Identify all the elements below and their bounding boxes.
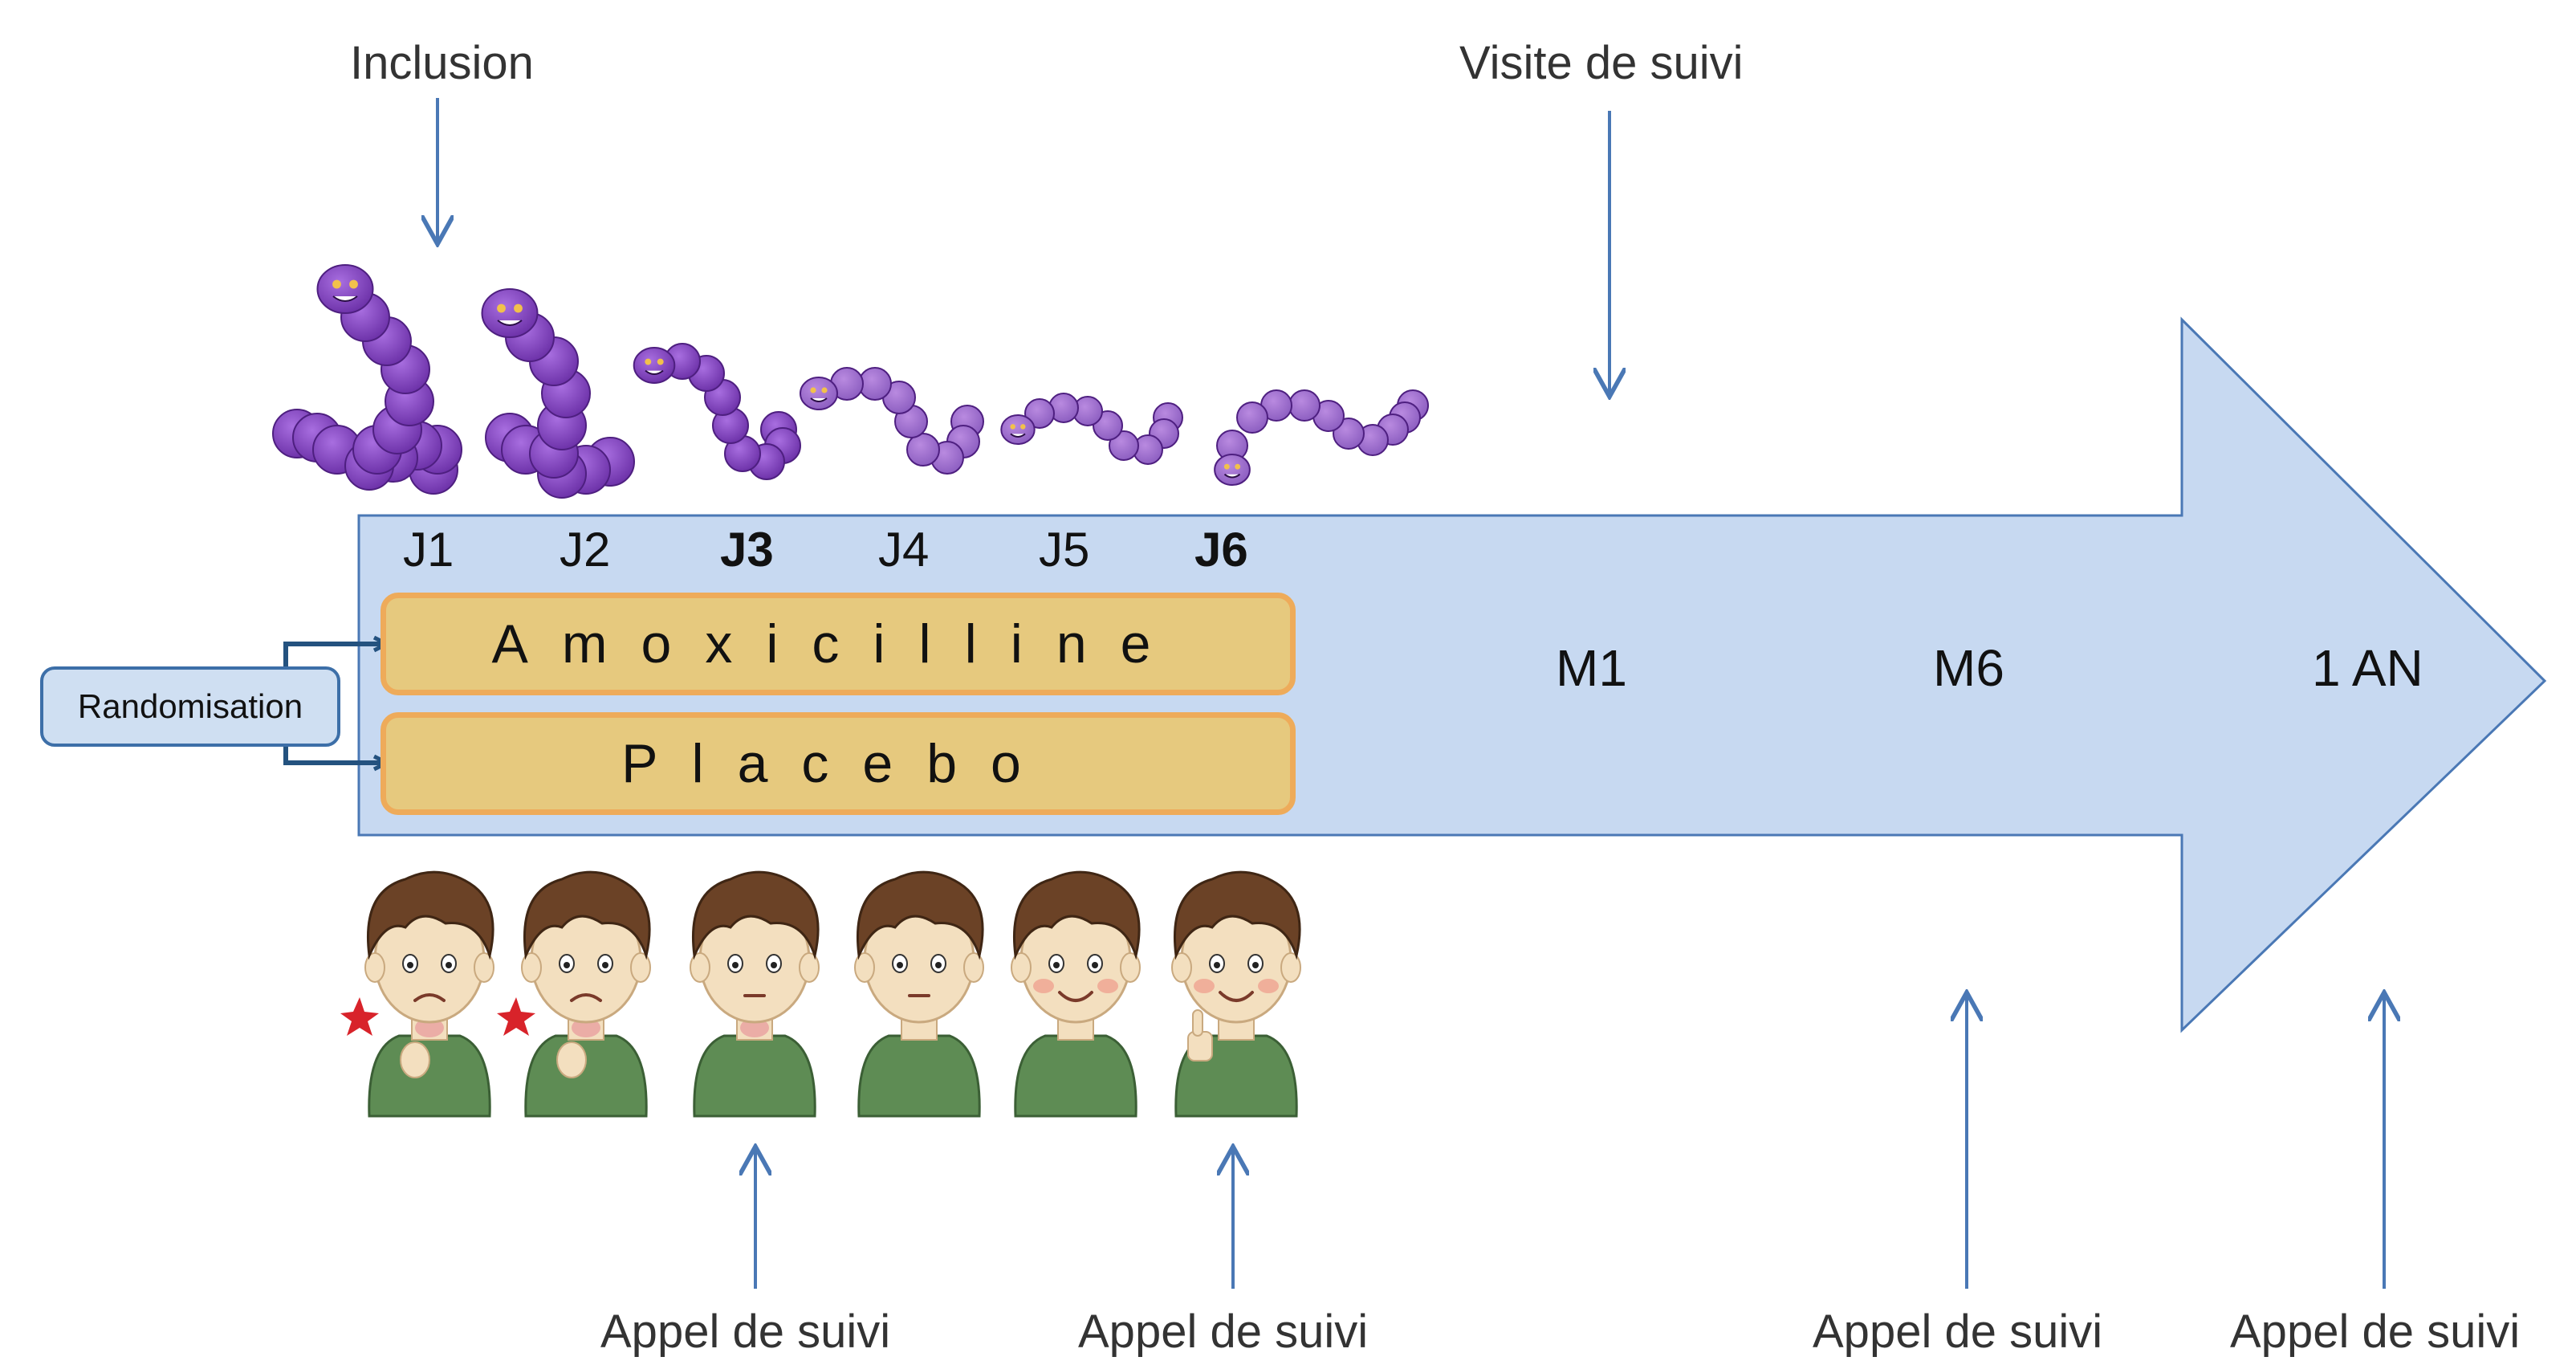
kids-group [340, 870, 1301, 1118]
boy-icon [340, 870, 494, 1118]
inclusion-label: Inclusion [350, 37, 534, 89]
timeline-arrow [357, 316, 2547, 1033]
worm-icon [800, 367, 984, 475]
followup-call-j6-label: Appel de suivi [1078, 1306, 1369, 1358]
boy-icon [1011, 870, 1141, 1118]
followup-call-1an-label: Appel de suivi [2230, 1306, 2521, 1358]
milestone-m1: M1 [1556, 639, 1627, 697]
day-label-j6: J6 [1194, 523, 1248, 577]
worm-icon [1000, 393, 1183, 465]
worm-icon [481, 288, 635, 499]
randomisation-box: Randomisation [40, 666, 340, 747]
boy-icon [1171, 870, 1301, 1118]
milestone-1an: 1 AN [2312, 639, 2423, 697]
worm-icon [1214, 389, 1429, 486]
followup-call-m6-label: Appel de suivi [1813, 1306, 2103, 1358]
milestone-m6: M6 [1933, 639, 2004, 697]
followup-visit-label: Visite de suivi [1459, 37, 1744, 89]
placebo-bar: Placebo [380, 712, 1296, 815]
day-label-j1: J1 [403, 523, 454, 577]
day-label-j3: J3 [720, 523, 774, 577]
worm-icon [633, 343, 801, 480]
followup-call-j3-label: Appel de suivi [600, 1306, 891, 1358]
boy-icon [497, 870, 651, 1118]
worms-group [272, 264, 1429, 499]
worm-icon [272, 264, 462, 495]
day-label-j4: J4 [878, 523, 930, 577]
boy-icon [690, 870, 820, 1118]
day-label-j2: J2 [560, 523, 611, 577]
amoxicilline-bar: Amoxicilline [380, 593, 1296, 695]
boy-icon [854, 870, 984, 1118]
day-label-j5: J5 [1039, 523, 1090, 577]
